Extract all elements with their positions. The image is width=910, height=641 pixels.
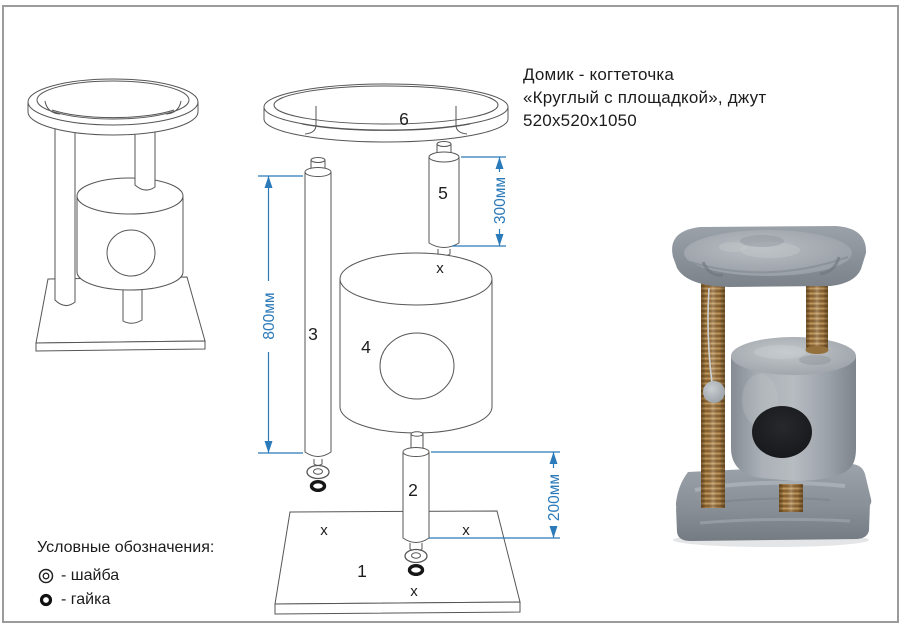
- stud: [310, 157, 326, 163]
- photo-house: [731, 337, 856, 481]
- dimension-800-label: 800мм: [261, 292, 278, 339]
- dimension-200-label: 200мм: [546, 474, 563, 521]
- assembled-platform: [27, 78, 199, 136]
- nut: [407, 564, 425, 577]
- assembled-bottom-post: [122, 286, 143, 324]
- part-top-platform: [263, 83, 509, 143]
- washer: [404, 548, 428, 564]
- dimension-200: 200мм: [429, 451, 563, 539]
- hole-mark-base-front: x: [410, 583, 418, 600]
- part-long-post: [304, 157, 332, 493]
- nut: [309, 480, 327, 493]
- hole-mark-base-left: x: [320, 522, 328, 539]
- legend: Условные обозначения: - шайба - гайка: [37, 538, 214, 612]
- stud: [410, 431, 424, 437]
- hole-mark-house-top: x: [436, 260, 444, 277]
- part-label-3: 3: [308, 324, 318, 344]
- part-label-6: 6: [399, 109, 409, 129]
- assembled-long-post: [54, 120, 76, 306]
- part-labels: 1 2 3 4 5 6: [308, 109, 448, 581]
- legend-item-washer: - шайба: [37, 564, 214, 588]
- washer-icon: [38, 568, 54, 584]
- exploded-view: 800мм 300мм 200мм 1 2: [258, 83, 563, 615]
- washer: [306, 464, 330, 480]
- photo-top-platform: [672, 226, 867, 287]
- part-house-cylinder: [339, 252, 493, 434]
- part-base-plate: [274, 510, 521, 615]
- product-photo: [672, 226, 872, 547]
- photo-right-post: [805, 283, 829, 354]
- hole-mark-base-right: x: [462, 522, 470, 539]
- legend-nut-label: - гайка: [61, 591, 111, 608]
- title-line-1: Домик - когтеточка: [523, 65, 675, 84]
- assembled-center-post: [134, 120, 156, 191]
- legend-heading: Условные обозначения:: [37, 539, 215, 556]
- product-title: Домик - когтеточка «Круглый с площадкой»…: [523, 63, 766, 132]
- photo-house-hole: [752, 406, 812, 458]
- house-hole: [379, 332, 455, 400]
- photo-bottom-post: [779, 484, 803, 512]
- assembled-house-hole: [106, 229, 156, 277]
- photo-toy-ball: [703, 381, 725, 403]
- dimension-300: 300мм: [452, 156, 509, 247]
- part-label-1: 1: [357, 561, 367, 581]
- dimension-800: 800мм: [258, 175, 303, 454]
- part-label-2: 2: [408, 480, 418, 500]
- dimension-300-label: 300мм: [492, 177, 509, 224]
- assembled-view: [27, 78, 206, 352]
- stud: [436, 141, 452, 147]
- legend-washer-label: - шайба: [61, 567, 120, 584]
- hole-marks: x x x x: [320, 260, 470, 600]
- title-line-2: «Круглый с площадкой», джут: [523, 88, 767, 107]
- part-label-5: 5: [438, 183, 448, 203]
- assembled-house: [76, 177, 184, 291]
- photo-toy-string: [707, 287, 713, 384]
- title-line-3: 520x520x1050: [523, 111, 637, 130]
- nut-icon: [39, 593, 53, 607]
- photo-platform-surface: [684, 230, 852, 276]
- part-label-4: 4: [361, 337, 371, 357]
- assembled-base: [35, 276, 206, 352]
- part-lower-post: [402, 431, 430, 577]
- legend-item-nut: - гайка: [37, 588, 214, 612]
